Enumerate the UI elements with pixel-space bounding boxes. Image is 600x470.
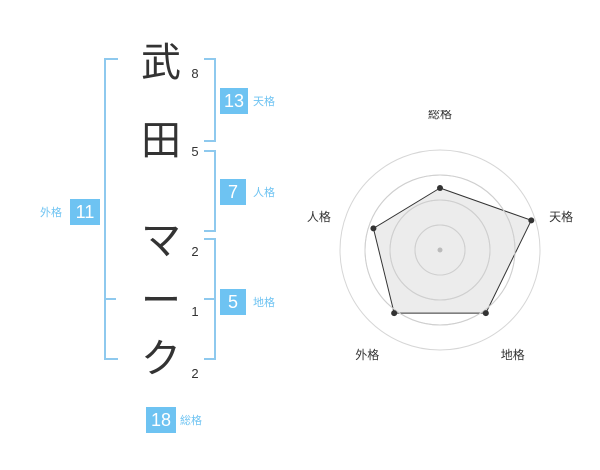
chikaku-bracket (204, 238, 216, 360)
radar-point-3 (482, 310, 489, 317)
tenkaku-label: 天格 (253, 95, 275, 108)
jinkaku-bracket (204, 150, 216, 232)
radar-axis-label-1: 総格 (428, 110, 452, 121)
radar-grid-ring-inner (389, 199, 491, 301)
stroke-count-4: 1 (191, 304, 199, 319)
name-character-2: 田 (141, 118, 181, 164)
radar-grid-ring-inner (364, 174, 516, 326)
stroke-count-1: 8 (191, 66, 199, 81)
radar-axis-label-2: 天格 (549, 209, 573, 224)
chikaku-divider (204, 298, 214, 300)
radar-point-2 (528, 217, 535, 224)
chikaku-value-badge: 5 (220, 289, 246, 315)
radar-series-polygon (372, 187, 532, 314)
soukaku-value-badge: 18 (146, 407, 176, 433)
radar-point-4 (391, 310, 398, 317)
gaikaku-divider (104, 298, 116, 300)
gaikaku-bracket (104, 58, 118, 360)
chikaku-label: 地格 (253, 296, 275, 309)
name-character-5: ク (141, 336, 181, 382)
name-character-3: マ (141, 218, 181, 264)
radar-axis-label-3: 地格 (501, 347, 525, 362)
stroke-count-2: 5 (191, 144, 199, 159)
stroke-count-3: 2 (191, 244, 199, 259)
soukaku-label: 総格 (180, 414, 202, 427)
radar-axis-label-4: 外格 (355, 347, 379, 362)
radar-center-dot (437, 247, 443, 253)
gaikaku-label: 外格 (40, 206, 62, 219)
tenkaku-value-badge: 13 (220, 88, 248, 114)
radar-point-5 (370, 225, 377, 232)
gaikaku-value-badge: 11 (70, 199, 100, 225)
tenkaku-bracket (204, 58, 216, 142)
stroke-count-5: 2 (191, 366, 199, 381)
jinkaku-value-badge: 7 (220, 179, 246, 205)
jinkaku-label: 人格 (253, 186, 275, 199)
name-character-4: ー (141, 278, 181, 324)
name-character-1: 武 (141, 40, 181, 86)
radar-point-1 (437, 185, 443, 191)
radar-axis-label-5: 人格 (307, 209, 331, 224)
radar-grid-ring-inner (414, 224, 466, 276)
